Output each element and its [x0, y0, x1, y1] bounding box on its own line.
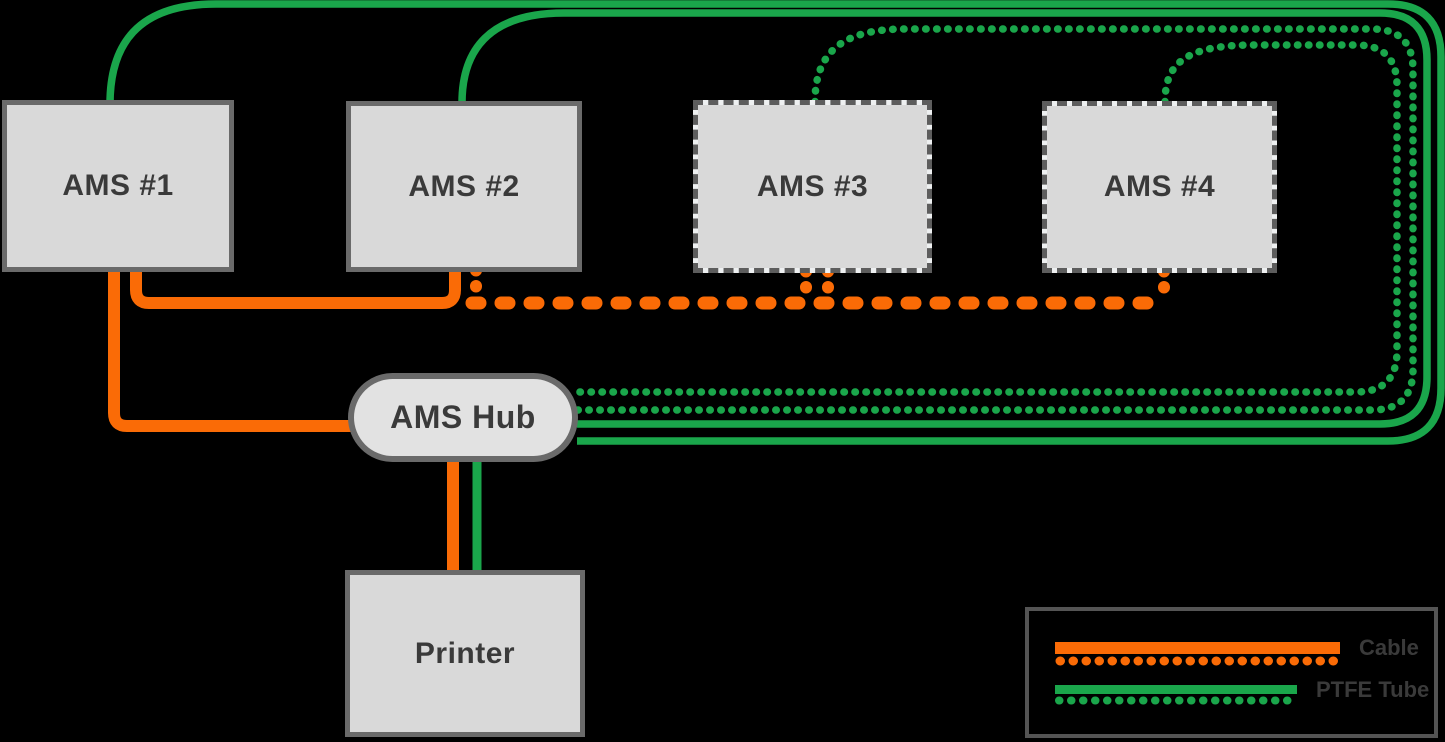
tube-ams2-hub [458, 9, 1431, 428]
node-ams-2-label: AMS #2 [408, 169, 520, 203]
legend-cable-label: Cable [1359, 635, 1419, 660]
node-printer: Printer [345, 570, 585, 737]
node-ams-3: AMS #3 [693, 100, 932, 273]
node-ams-1-label: AMS #1 [62, 169, 174, 202]
legend: Cable PTFE Tube [1025, 607, 1438, 738]
node-ams-1: AMS #1 [2, 100, 234, 272]
node-ams-4-label: AMS #4 [1103, 170, 1216, 203]
node-ams-hub-label: AMS Hub [390, 399, 536, 435]
tube-ams4-hub [573, 41, 1401, 396]
legend-cable-sample [1055, 642, 1342, 666]
cable-ams1-hub [108, 268, 352, 432]
legend-tube-label: PTFE Tube [1316, 677, 1430, 702]
legend-tube-sample [1055, 685, 1299, 705]
node-ams-3-label: AMS #3 [756, 169, 869, 203]
node-ams-2: AMS #2 [346, 101, 582, 272]
tube-ams1-hub [106, 0, 1445, 445]
node-printer-label: Printer [414, 636, 516, 670]
node-ams-hub: AMS Hub [348, 373, 578, 462]
tube-ams3-hub [573, 25, 1417, 414]
node-ams-4: AMS #4 [1042, 101, 1277, 273]
cable-ams1-ams2 [130, 268, 461, 309]
